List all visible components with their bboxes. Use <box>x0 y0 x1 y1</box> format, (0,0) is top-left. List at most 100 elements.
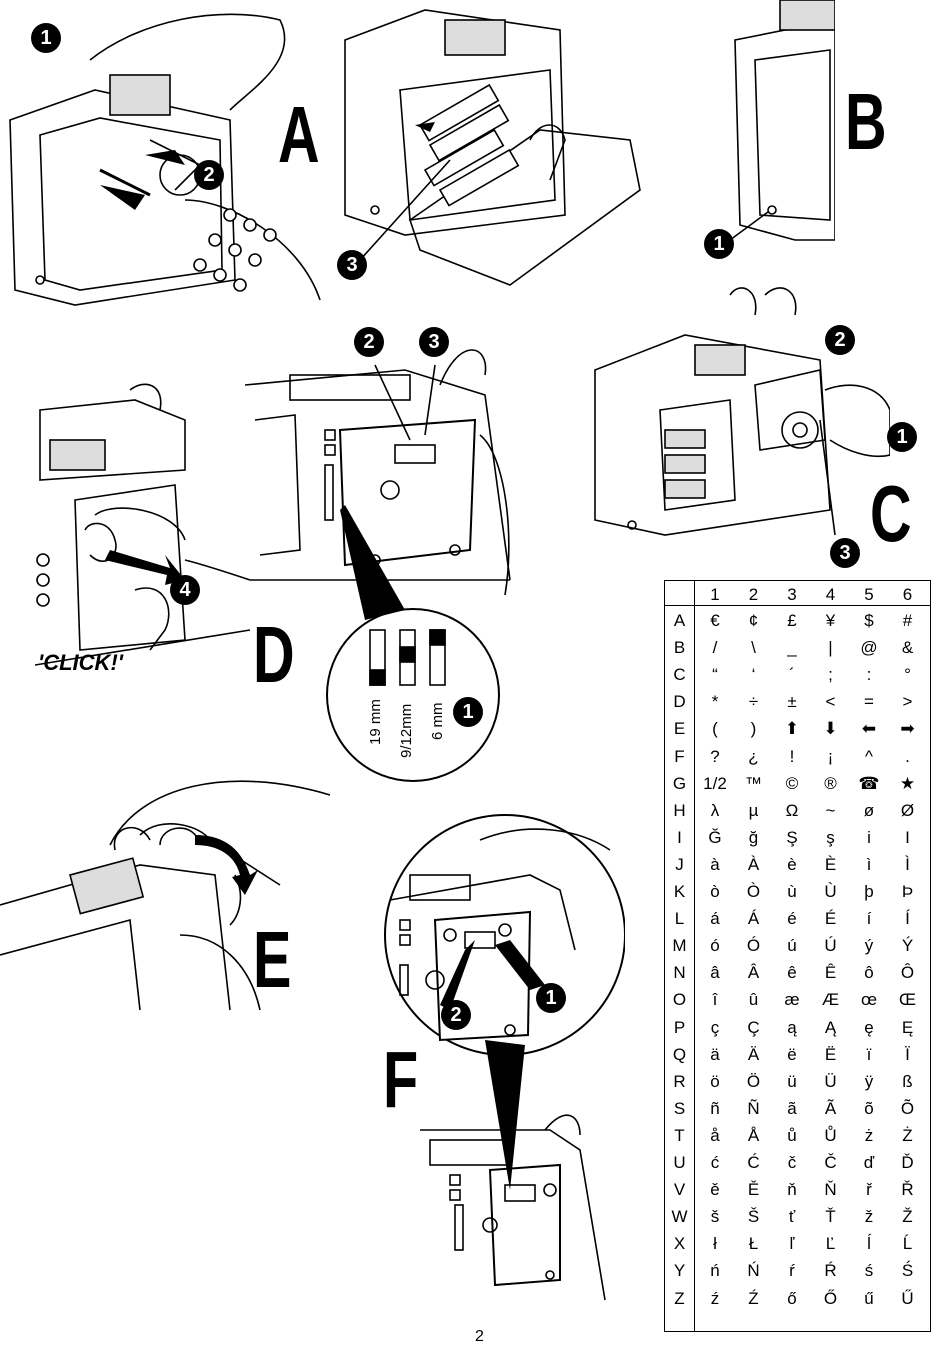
character-cell: ™ <box>745 773 762 793</box>
column-header: 2 <box>748 585 759 604</box>
character-cell: Œ <box>899 990 916 1010</box>
row-header: H <box>673 800 686 820</box>
character-cell: û <box>748 990 759 1010</box>
character-cell: = <box>864 692 874 712</box>
character-cell: ó <box>710 936 720 956</box>
character-cell: ť <box>788 1207 796 1227</box>
column-header: 1 <box>710 585 720 604</box>
character-cell: ň <box>787 1180 797 1200</box>
character-cell: ű <box>864 1288 874 1308</box>
figure-e-label: E <box>253 915 292 1004</box>
character-cell: à <box>710 854 720 874</box>
character-cell: ß <box>902 1071 913 1091</box>
character-cell: Ï <box>905 1044 910 1064</box>
figure-b-callout-1: 1 <box>704 229 734 259</box>
character-cell: î <box>712 990 718 1010</box>
character-cell: ☎ <box>858 773 880 793</box>
character-cell: ò <box>710 882 720 901</box>
character-cell: ➡ <box>900 719 915 739</box>
figure-d-callout-3: 3 <box>419 327 449 357</box>
figure-a-battery-illustration <box>330 0 650 295</box>
character-cell: Ň <box>824 1180 837 1200</box>
character-cell: ý <box>864 936 874 956</box>
character-cell: ü <box>787 1071 797 1091</box>
character-cell: ~ <box>825 800 836 820</box>
character-cell: þ <box>864 882 874 901</box>
row-header: E <box>673 719 686 739</box>
character-cell: & <box>901 638 914 658</box>
character-cell: Ğ <box>708 827 722 847</box>
character-cell: ï <box>866 1044 872 1064</box>
character-cell: ; <box>828 665 833 685</box>
figure-c-callout-1: 1 <box>887 422 917 452</box>
character-cell: á <box>710 909 720 929</box>
character-cell: Æ <box>822 990 839 1010</box>
character-cell: è <box>787 854 797 874</box>
character-cell: ÿ <box>864 1071 874 1091</box>
character-cell: ź <box>710 1288 720 1308</box>
row-header: R <box>673 1071 686 1091</box>
character-cell: ľ <box>789 1234 795 1254</box>
page-number: 2 <box>475 1328 484 1345</box>
character-cell: ł <box>713 1234 717 1254</box>
figure-a-callout-2: 2 <box>194 160 224 190</box>
character-cell: Ř <box>901 1180 914 1200</box>
character-cell: # <box>902 611 913 630</box>
character-cell: ô <box>864 963 874 983</box>
character-cell: . <box>905 746 910 766</box>
character-cell: ĺ <box>867 1234 871 1254</box>
character-cell: ë <box>787 1044 797 1064</box>
character-cell: ´ <box>789 665 795 685</box>
row-header: T <box>674 1125 685 1145</box>
figure-a-illustration <box>0 0 330 315</box>
character-cell: Ů <box>824 1125 837 1145</box>
character-cell: Ł <box>748 1234 759 1254</box>
row-header: C <box>673 665 686 685</box>
figure-d-right-illustration <box>245 335 525 785</box>
character-cell: | <box>828 638 833 658</box>
row-header: V <box>673 1180 686 1200</box>
character-cell: $ <box>864 611 874 630</box>
character-cell: ± <box>787 692 797 712</box>
character-cell: ã <box>787 1098 797 1118</box>
character-cell: ą <box>787 1017 797 1037</box>
character-cell: É <box>824 909 837 929</box>
character-cell: À <box>747 854 760 874</box>
figure-c-callout-3: 3 <box>830 538 860 568</box>
column-header: 5 <box>864 585 874 604</box>
figure-c-label: C <box>870 469 912 558</box>
character-cell: ⬅ <box>861 719 877 739</box>
character-cell: ° <box>904 665 911 685</box>
size-label-9-12mm: 9/12mm <box>398 703 415 758</box>
character-cell: ž <box>864 1207 874 1227</box>
character-cell: ŕ <box>789 1261 795 1281</box>
row-header: L <box>674 909 685 929</box>
character-cell: ď <box>863 1153 875 1172</box>
character-cell: ù <box>787 882 797 901</box>
character-cell: ä <box>710 1044 720 1064</box>
character-cell: / <box>712 638 718 658</box>
figure-f-label: F <box>383 1035 419 1124</box>
character-cell: Ę <box>901 1017 914 1037</box>
character-cell: ñ <box>710 1098 720 1118</box>
row-header: X <box>673 1234 686 1254</box>
character-cell: : <box>866 665 872 685</box>
row-header: O <box>672 990 687 1010</box>
character-cell: ń <box>710 1261 720 1281</box>
character-cell: ® <box>824 773 837 793</box>
character-cell: µ <box>748 800 759 820</box>
character-cell: Ŕ <box>824 1261 837 1281</box>
character-cell: Ş <box>786 827 798 847</box>
character-cell: Ó <box>746 936 761 956</box>
row-header: P <box>673 1017 686 1037</box>
character-cell: Á <box>747 909 760 929</box>
table-header-divider <box>665 605 930 606</box>
column-header: 4 <box>825 585 836 604</box>
character-cell: “ <box>712 665 718 685</box>
character-cell: € <box>710 611 720 630</box>
character-cell: ¢ <box>748 611 759 630</box>
character-cell: Ã <box>824 1098 837 1118</box>
character-cell: Ő <box>823 1288 838 1308</box>
row-header: N <box>673 963 686 983</box>
